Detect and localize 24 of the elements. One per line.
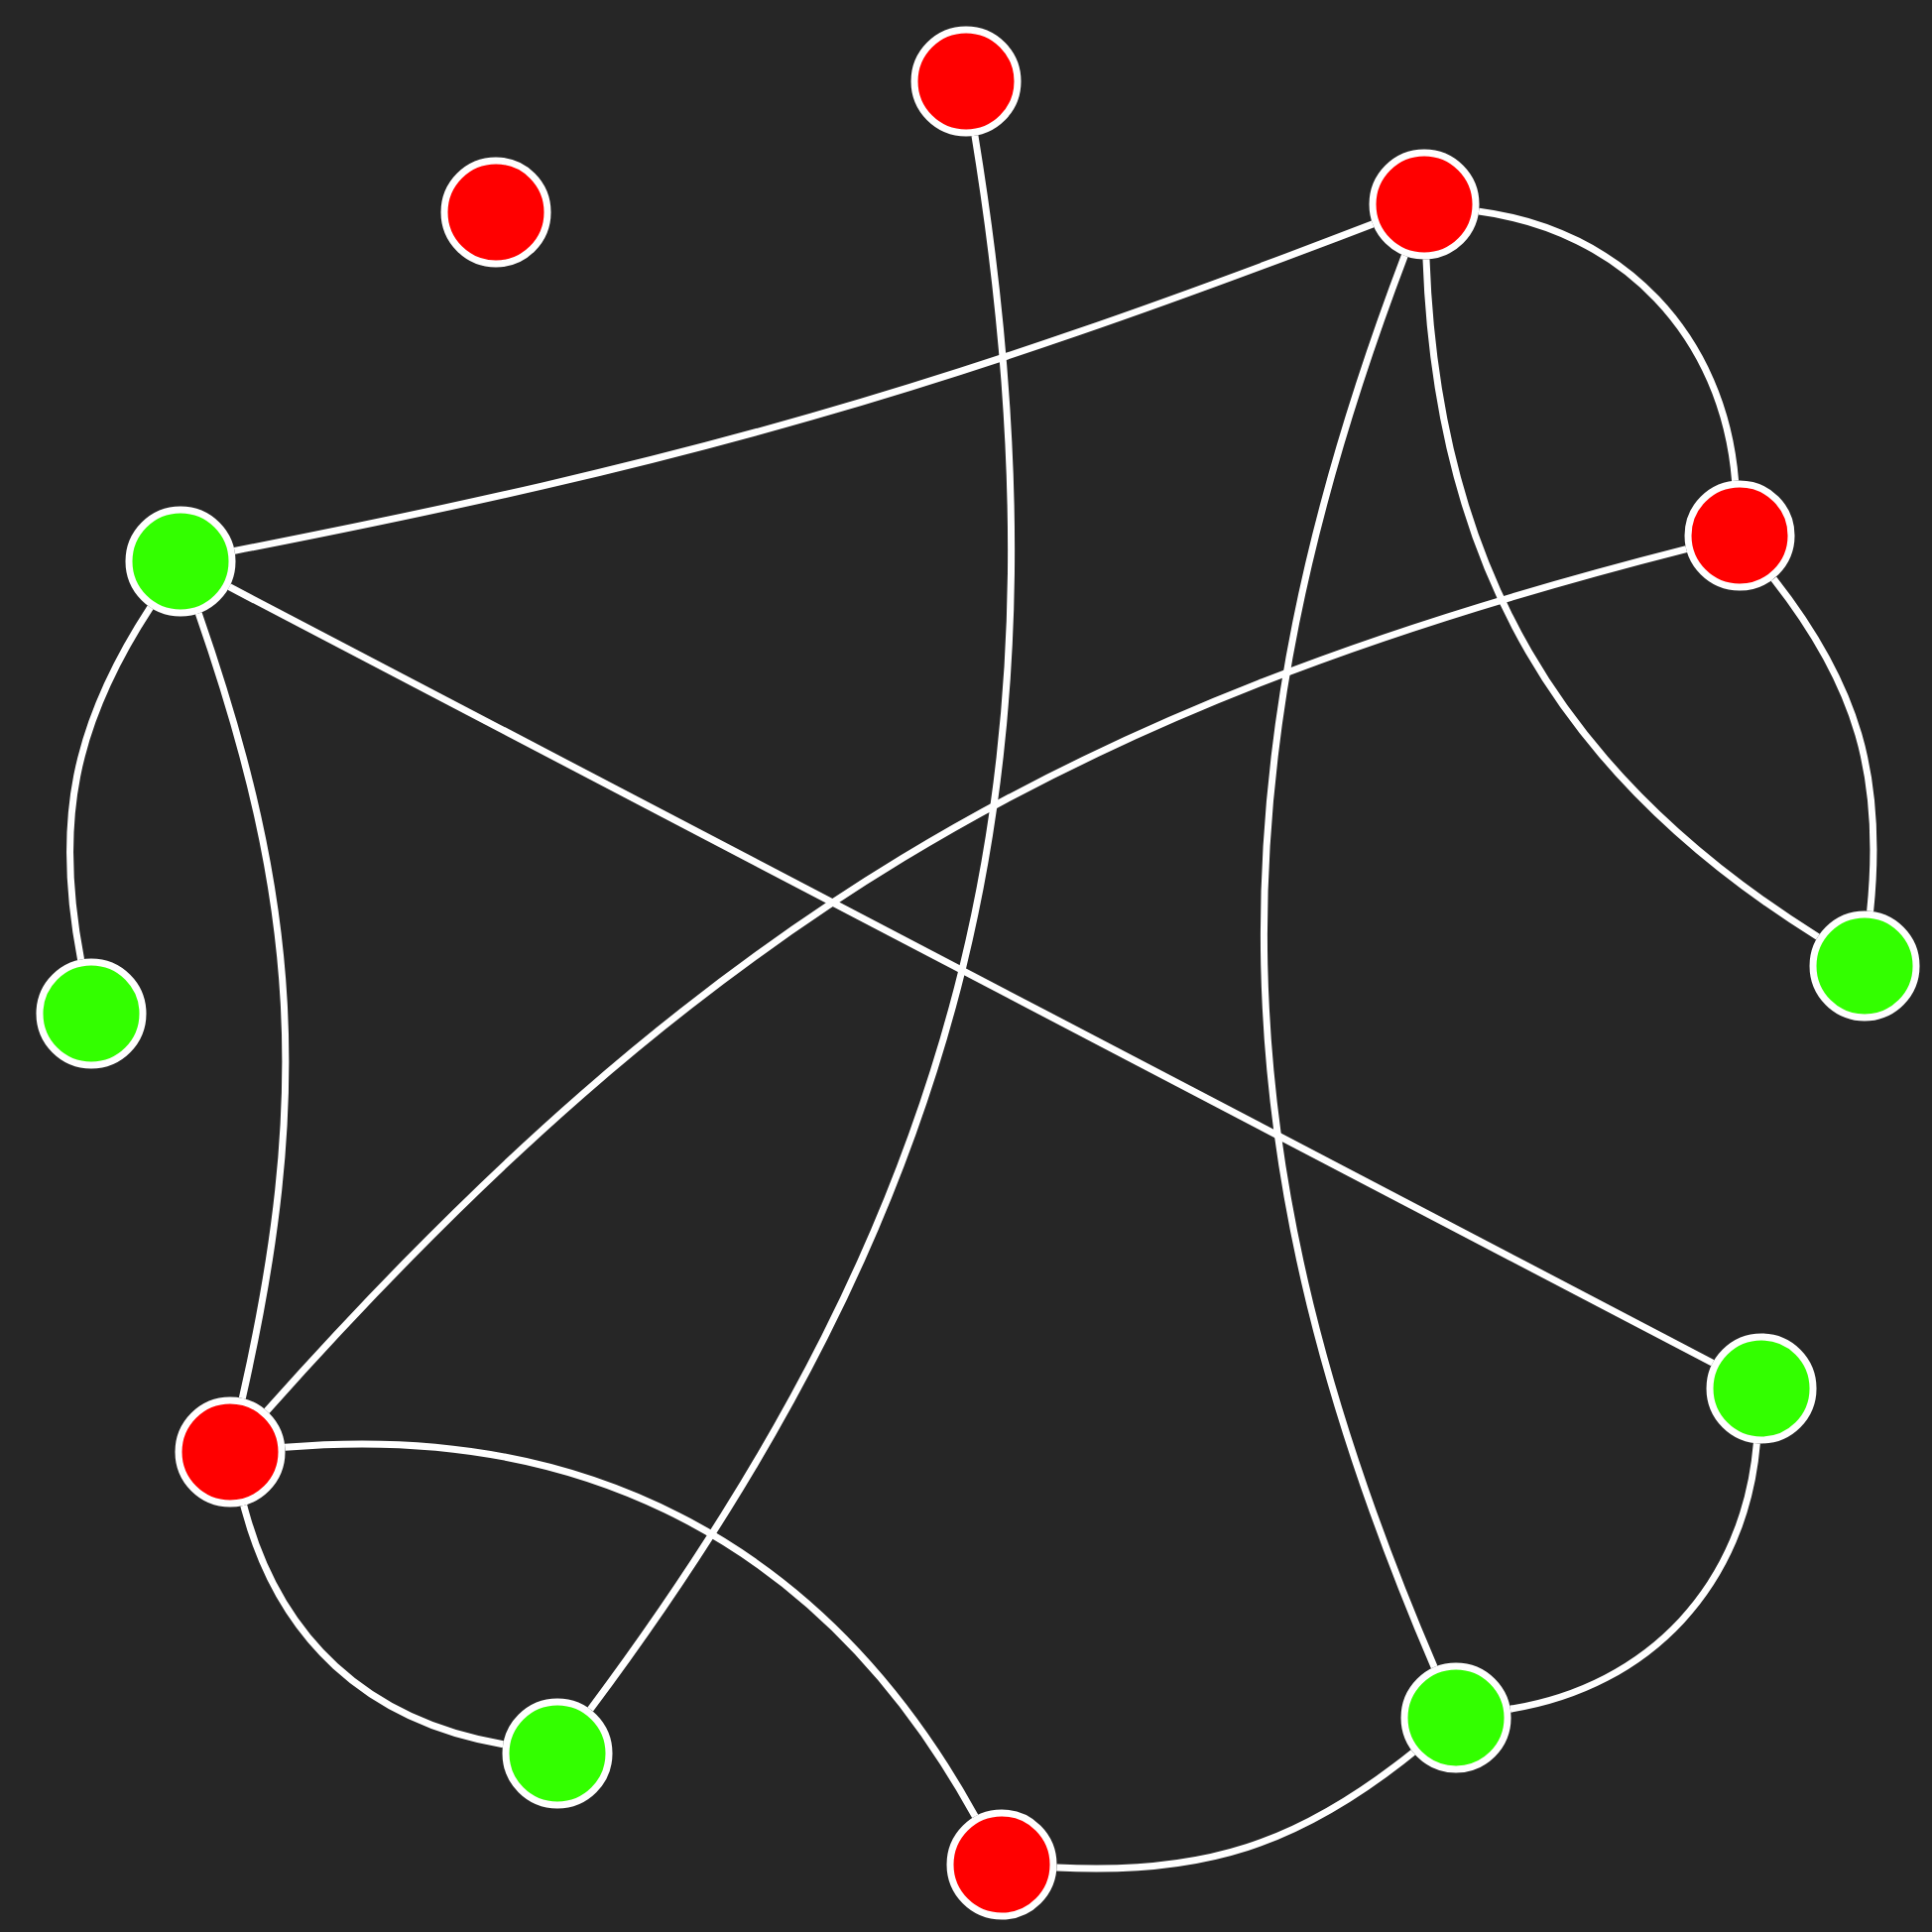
graph-node bbox=[125, 506, 236, 617]
graph-node bbox=[175, 1396, 286, 1508]
connecting-line bbox=[1422, 259, 1820, 940]
connecting-line bbox=[587, 135, 1015, 1712]
graph-node bbox=[1684, 480, 1795, 591]
graph-node bbox=[36, 958, 147, 1069]
connecting-line bbox=[1509, 1442, 1760, 1713]
connecting-line bbox=[1478, 207, 1740, 482]
connecting-line bbox=[233, 220, 1375, 554]
connecting-line bbox=[1770, 576, 1877, 912]
graph-node bbox=[910, 26, 1022, 137]
connecting-line bbox=[240, 1504, 505, 1749]
graph-node bbox=[1706, 1333, 1817, 1444]
graph-node bbox=[502, 1698, 613, 1809]
connecting-line bbox=[1056, 1750, 1415, 1872]
connecting-line bbox=[285, 1440, 979, 1819]
connecting-line bbox=[1261, 254, 1438, 1669]
graph-node bbox=[440, 157, 551, 268]
connecting-line bbox=[194, 612, 290, 1399]
graph-node bbox=[946, 1809, 1057, 1920]
connecting-line bbox=[65, 605, 154, 961]
graph-node bbox=[1809, 910, 1920, 1022]
graph-node bbox=[1400, 1662, 1511, 1773]
graph-node bbox=[1369, 149, 1480, 260]
